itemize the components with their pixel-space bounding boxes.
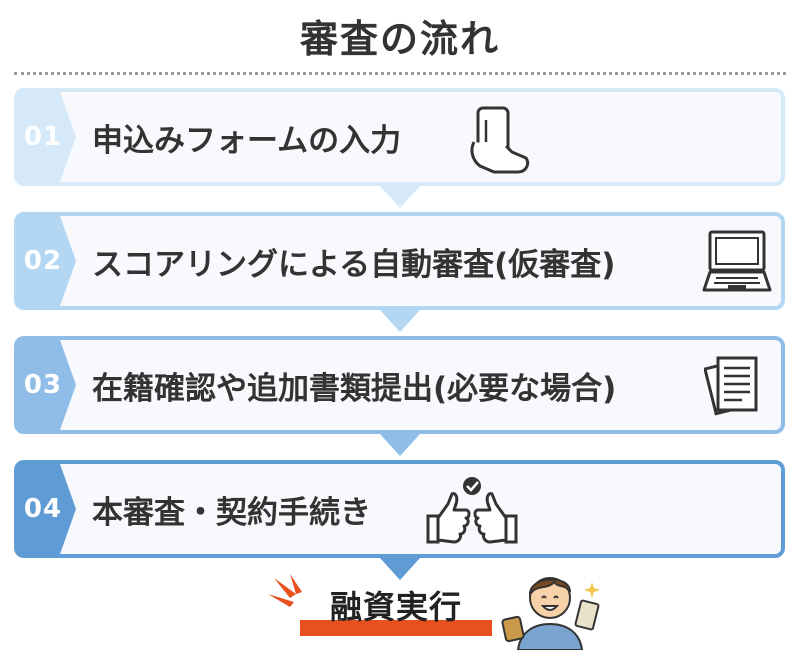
step-label: 申込みフォームの入力 [92,122,402,159]
step-number: 03 [23,370,63,400]
step-number-tab: 02 [18,216,76,306]
step-number-tab: 01 [18,92,76,182]
documents-icon [703,350,770,426]
step-4: 04 本審査・契約手続き [14,460,785,558]
happy-man-with-money-icon [500,562,600,650]
page-title: 審査の流れ [299,17,500,61]
emphasis-lines-icon [268,574,302,607]
smartphone-icon [466,102,538,182]
step-number: 02 [23,246,63,276]
laptop-icon [702,228,772,300]
final-step: 融資実行 [268,574,492,640]
thumbs-up-icon [424,470,520,554]
step-number: 04 [23,494,63,524]
step-number-tab: 04 [18,464,76,554]
step-1: 01 申込みフォームの入力 [14,88,785,186]
step-label: 本審査・契約手続き [92,494,371,531]
step-label: 在籍確認や追加書類提出(必要な場合) [92,370,617,407]
final-underline [300,620,492,636]
step-number-tab: 03 [18,340,76,430]
flow-arrow [380,186,420,208]
step-number: 01 [23,122,63,152]
step-3: 03 在籍確認や追加書類提出(必要な場合) [14,336,785,434]
flow-arrow [380,310,420,332]
step-2: 02 スコアリングによる自動審査(仮審査) [14,212,785,310]
flow-arrow [380,434,420,456]
title-divider [14,72,786,75]
step-label: スコアリングによる自動審査(仮審査) [92,246,616,283]
final-label: 融資実行 [329,588,462,626]
flow-arrow [380,558,420,580]
